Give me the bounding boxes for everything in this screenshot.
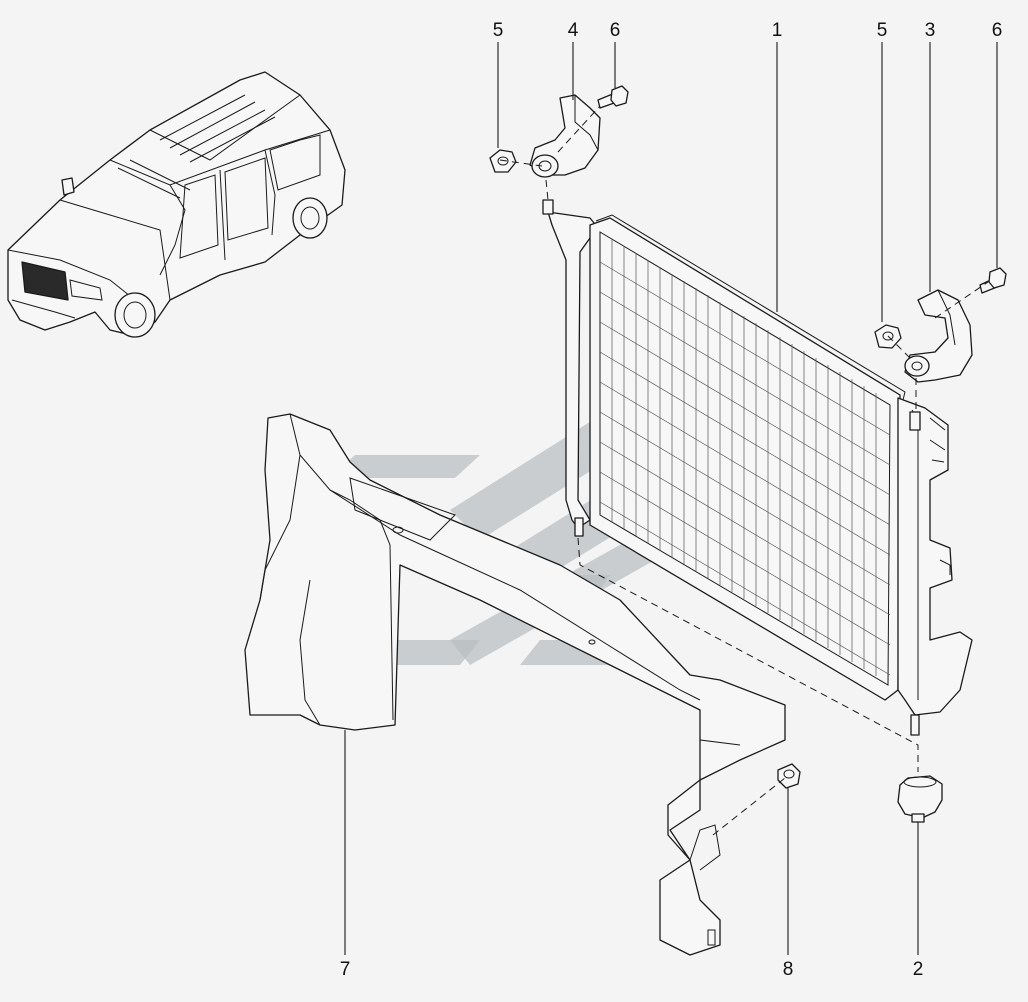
assembly-lines (499, 105, 989, 836)
callout-2: 2 (913, 959, 924, 980)
vehicle-thumbnail (7, 71, 346, 338)
radiator (542, 199, 973, 736)
callouts: 5 4 6 1 5 3 6 7 8 2 (340, 20, 1003, 980)
callout-4: 4 (568, 20, 579, 41)
callout-5-left: 5 (493, 20, 504, 41)
leader-lines (344, 42, 998, 955)
upper-bracket-right (904, 289, 973, 383)
radiator-core-fins (599, 239, 891, 676)
nut-icon-upper-left (489, 149, 517, 173)
bolt-icon-upper-right (979, 267, 1007, 294)
callout-3: 3 (925, 20, 936, 41)
callout-6-left: 6 (610, 20, 621, 41)
clip-icon (777, 763, 801, 789)
upper-bracket-left (529, 94, 601, 178)
air-deflector (244, 413, 786, 956)
callout-1: 1 (772, 20, 783, 41)
grille-icon (21, 261, 69, 301)
callout-5-right: 5 (877, 20, 888, 41)
callout-8: 8 (783, 959, 794, 980)
rubber-mount (897, 775, 943, 823)
bolt-icon-upper-left (597, 85, 629, 109)
callout-6-right: 6 (992, 20, 1003, 41)
callout-7: 7 (340, 959, 351, 980)
